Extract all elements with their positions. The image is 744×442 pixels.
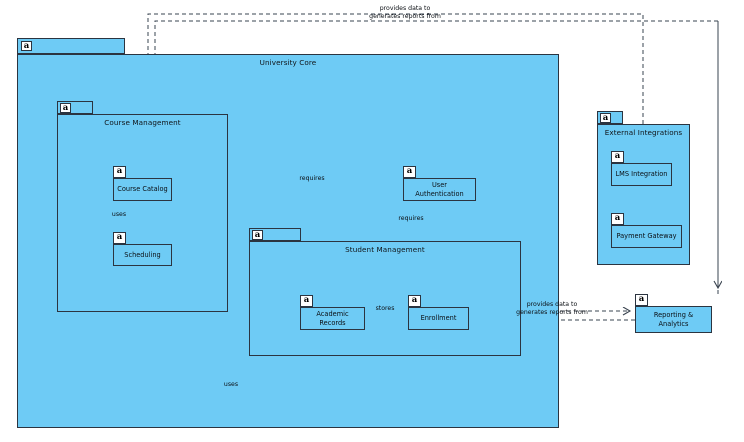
- package-icon: a: [60, 103, 71, 113]
- component-scheduling[interactable]: a Scheduling: [113, 232, 172, 266]
- component-label-reporting-analytics-line1: Reporting &: [653, 311, 694, 320]
- component-body: Scheduling: [113, 244, 172, 266]
- component-body: LMS Integration: [611, 163, 672, 186]
- package-student-management[interactable]: a Student Management: [249, 228, 521, 356]
- edge-label-generates-reports-from-top: generates reports from: [369, 13, 441, 20]
- package-icon: a: [300, 295, 313, 307]
- component-body: Academic Records: [300, 307, 365, 330]
- package-body: Course Management: [57, 114, 228, 312]
- package-icon: a: [252, 230, 263, 240]
- package-icon: a: [21, 41, 32, 51]
- component-payment-gateway[interactable]: a Payment Gateway: [611, 213, 682, 248]
- package-icon: a: [611, 151, 624, 163]
- component-label-payment-gateway: Payment Gateway: [616, 232, 677, 241]
- edge-label-uses-2: uses: [223, 381, 239, 388]
- component-enrollment[interactable]: a Enrollment: [408, 295, 469, 330]
- package-icon: a: [635, 294, 648, 306]
- edge-label-generates-reports-from-right: generates reports from: [516, 309, 588, 316]
- package-icon: a: [113, 232, 126, 244]
- component-label-lms-integration: LMS Integration: [615, 170, 668, 179]
- component-user-authentication[interactable]: a User Authentication: [403, 166, 476, 201]
- edge-label-requires-1: requires: [299, 175, 325, 182]
- package-title-university-core: University Core: [259, 58, 317, 67]
- component-body: User Authentication: [403, 178, 476, 201]
- component-body: Payment Gateway: [611, 225, 682, 248]
- component-label-academic-records: Academic Records: [316, 310, 349, 327]
- package-icon: a: [113, 166, 126, 178]
- component-lms-integration[interactable]: a LMS Integration: [611, 151, 672, 186]
- package-title-external-integrations: External Integrations: [604, 128, 683, 137]
- package-title-course-management: Course Management: [104, 118, 181, 127]
- component-academic-records[interactable]: a Academic Records: [300, 295, 365, 330]
- edge-label-uses-1: uses: [111, 211, 127, 218]
- package-icon: a: [600, 113, 611, 123]
- package-title-student-management: Student Management: [345, 245, 425, 254]
- component-label-enrollment: Enrollment: [420, 314, 457, 323]
- component-course-catalog[interactable]: a Course Catalog: [113, 166, 172, 201]
- component-label-course-catalog: Course Catalog: [117, 185, 168, 194]
- component-body: Reporting & Analytics: [635, 306, 712, 333]
- edge-label-provides-data-to-top: provides data to: [379, 5, 431, 12]
- package-icon: a: [611, 213, 624, 225]
- component-body: Course Catalog: [113, 178, 172, 201]
- component-label-user-authentication: User Authentication: [415, 181, 464, 198]
- component-body: Enrollment: [408, 307, 469, 330]
- component-reporting-analytics[interactable]: a Reporting & Analytics: [635, 294, 712, 333]
- package-course-management[interactable]: a Course Management: [57, 101, 228, 312]
- package-tab: [17, 38, 125, 54]
- edge-label-provides-data-to-right: provides data to: [526, 301, 578, 308]
- edge-label-stores: stores: [375, 305, 395, 312]
- package-body: Student Management: [249, 241, 521, 356]
- component-label-reporting-analytics-line2: Analytics: [658, 319, 689, 328]
- package-icon: a: [408, 295, 421, 307]
- edge-label-requires-2: requires: [398, 215, 424, 222]
- component-label-scheduling: Scheduling: [124, 250, 161, 259]
- package-icon: a: [403, 166, 416, 178]
